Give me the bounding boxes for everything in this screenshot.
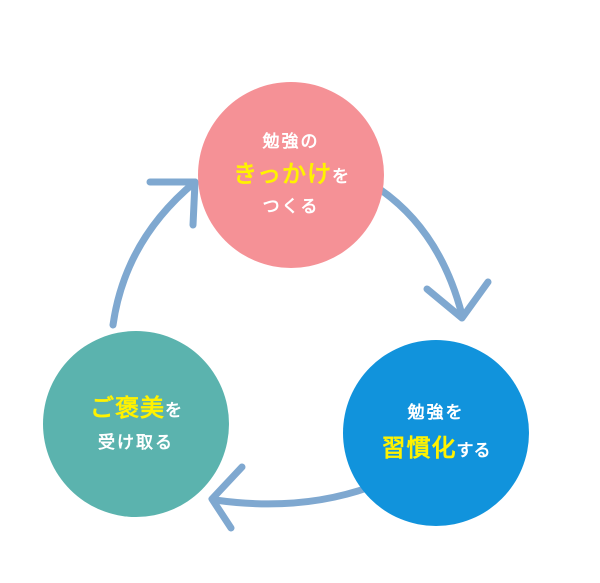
step-right-line1: 勉強を (407, 403, 465, 424)
step-receive-reward: ご褒美を 受け取る (43, 331, 229, 517)
step-top-keyword: きっかけ (232, 160, 333, 188)
step-right-suffix: する (456, 440, 491, 461)
arrow-right-to-left (211, 483, 374, 508)
arrow-top-to-right (374, 184, 466, 319)
step-right-line2: 習慣化する (382, 433, 491, 463)
arrow-left-to-top (109, 178, 199, 329)
step-make-habit: 勉強を 習慣化する (343, 340, 529, 526)
step-left-line1: ご褒美を (90, 393, 182, 423)
step-top-line3: つくる (262, 197, 320, 217)
step-top-line1: 勉強の (262, 131, 320, 152)
arrow-top-to-right-head (423, 278, 492, 322)
arrow-right-to-left-head (208, 463, 246, 532)
step-top-line2: きっかけを (233, 159, 349, 189)
step-left-line2: 受け取る (98, 433, 174, 454)
arrow-left-to-top-head (146, 178, 199, 229)
step-make-trigger: 勉強の きっかけを つくる (198, 82, 384, 268)
step-right-keyword: 習慣化 (381, 433, 457, 462)
step-left-particle: を (165, 401, 182, 422)
step-left-keyword: ご褒美 (90, 394, 165, 423)
step-top-particle: を (332, 167, 350, 187)
